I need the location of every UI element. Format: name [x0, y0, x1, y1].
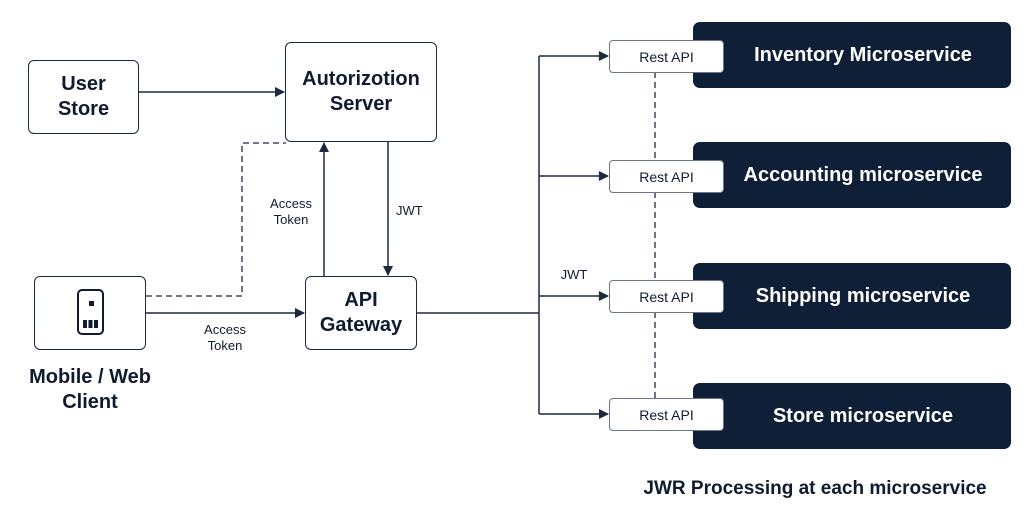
label-gateway-services: JWT	[560, 267, 588, 282]
service-shipping[interactable]: Shipping microservice	[693, 263, 1011, 329]
service-store[interactable]: Store microservice	[693, 383, 1011, 449]
label-gateway-auth: Access Token	[270, 196, 312, 227]
rest-api-accounting[interactable]: Rest API	[609, 160, 724, 193]
rest-api-store[interactable]: Rest API	[609, 398, 724, 431]
rest-api-shipping[interactable]: Rest API	[609, 280, 724, 313]
service-accounting-label: Accounting microservice	[743, 163, 983, 186]
user-store-label: User Store	[57, 73, 110, 120]
service-accounting[interactable]: Accounting microservice	[693, 142, 1011, 208]
auth-server-label: Autorizotion Server	[302, 68, 420, 115]
dashed-client-auth	[146, 142, 286, 297]
api-gateway-node[interactable]: API Gateway	[305, 276, 417, 350]
label-auth-gateway: JWT	[396, 203, 423, 218]
service-shipping-label: Shipping microservice	[755, 284, 971, 307]
label-client-gateway: Access Token	[204, 322, 246, 353]
client-label: Mobile / Web Client	[29, 366, 151, 413]
auth-server-node[interactable]: Autorizotion Server	[285, 42, 437, 142]
diagram-caption: JWR Processing at each microservice	[643, 478, 987, 499]
service-inventory[interactable]: Inventory Microservice	[693, 22, 1011, 88]
service-inventory-label: Inventory Microservice	[754, 43, 972, 66]
user-store-node[interactable]: User Store	[28, 60, 139, 134]
service-store-label: Store microservice	[772, 404, 954, 427]
rest-api-inventory[interactable]: Rest API	[609, 40, 724, 73]
api-gateway-label: API Gateway	[319, 289, 403, 336]
client-node[interactable]	[34, 276, 146, 350]
mobile-phone-icon	[77, 289, 104, 335]
